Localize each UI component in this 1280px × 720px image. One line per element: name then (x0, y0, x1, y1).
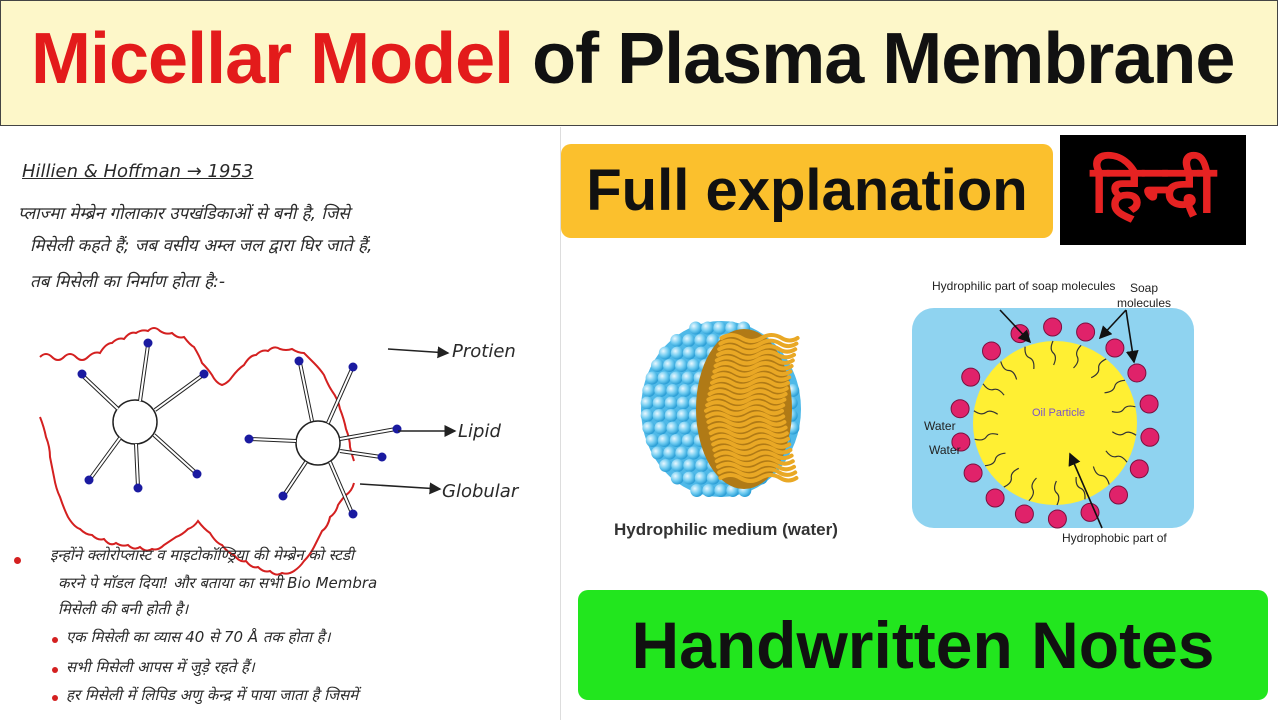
bullet-3: सभी मिसेली आपस में जुड़े रहते हैं। (66, 658, 255, 676)
notes-line-1: प्लाज्मा मेम्ब्रेन गोलाकार उपखंडिकाओं से… (18, 204, 350, 224)
bullet-4: हर मिसेली में लिपिड अणु केन्द्र में पाया… (66, 686, 359, 704)
bullet-1-line-b: करने पे मॉडल दिया! और बताया का सभी Bio M… (58, 574, 378, 592)
title-black-part: of Plasma Membrane (532, 19, 1235, 99)
notes-line-3: तब मिसेली का निर्माण होता है:- (30, 272, 225, 292)
full-explanation-badge: Full explanation (561, 144, 1053, 238)
oil-particle (973, 341, 1137, 505)
page-title: Micellar Model of Plasma Membrane (31, 23, 1235, 95)
micelle-2 (244, 356, 402, 519)
handwritten-notes-panel: Hillien & Hoffman → 1953 प्लाज्मा मेम्ब्… (0, 127, 561, 720)
bullet-dot-3 (52, 667, 58, 673)
bullet-1-line-c: मिसेली की बनी होती है। (58, 600, 189, 618)
hindi-badge: हिन्दी (1060, 135, 1246, 245)
title-banner: Micellar Model of Plasma Membrane (0, 0, 1278, 126)
micelle-caption: Hydrophilic medium (water) (614, 520, 838, 539)
micelle-illustration (640, 321, 801, 497)
label-globular: Globular (442, 481, 519, 502)
label-oil-particle: Oil Particle (1032, 407, 1086, 419)
bullet-1-line-a: इन्होंने क्लोरोप्लास्ट व माइटोकॉण्ड्रिया… (50, 546, 354, 564)
membrane-outline (39, 327, 355, 462)
lipid-tails (704, 333, 800, 483)
label-hydrophilic-part: Hydrophilic part of soap molecules (932, 279, 1116, 293)
notes-line-2: मिसेली कहते हैं; जब वसीय अम्ल जल द्वारा … (30, 236, 373, 256)
label-lipid: Lipid (458, 421, 501, 442)
soap-diagram-drawing (950, 309, 1160, 529)
bullet-dot-1 (14, 557, 21, 564)
title-red-part: Micellar Model (31, 19, 514, 99)
label-soap-molecules: Soap molecules (1116, 281, 1172, 310)
micelle-sketch (39, 327, 457, 576)
membrane-outline-lower (39, 416, 355, 576)
label-hydrophobic-part: Hydrophobic part of (1062, 531, 1167, 545)
label-protein: Protien (452, 341, 516, 362)
notes-authors: Hillien & Hoffman → 1953 (22, 161, 254, 182)
bullet-dot-2 (52, 637, 58, 643)
micelle-1 (77, 338, 209, 493)
handwritten-notes-badge: Handwritten Notes (578, 590, 1268, 700)
label-water-2: Water (929, 443, 961, 457)
label-water-1: Water (924, 419, 956, 433)
bullet-dot-4 (52, 695, 58, 701)
bullet-2: एक मिसेली का व्यास 40 से 70 Å तक होता है… (66, 628, 331, 646)
